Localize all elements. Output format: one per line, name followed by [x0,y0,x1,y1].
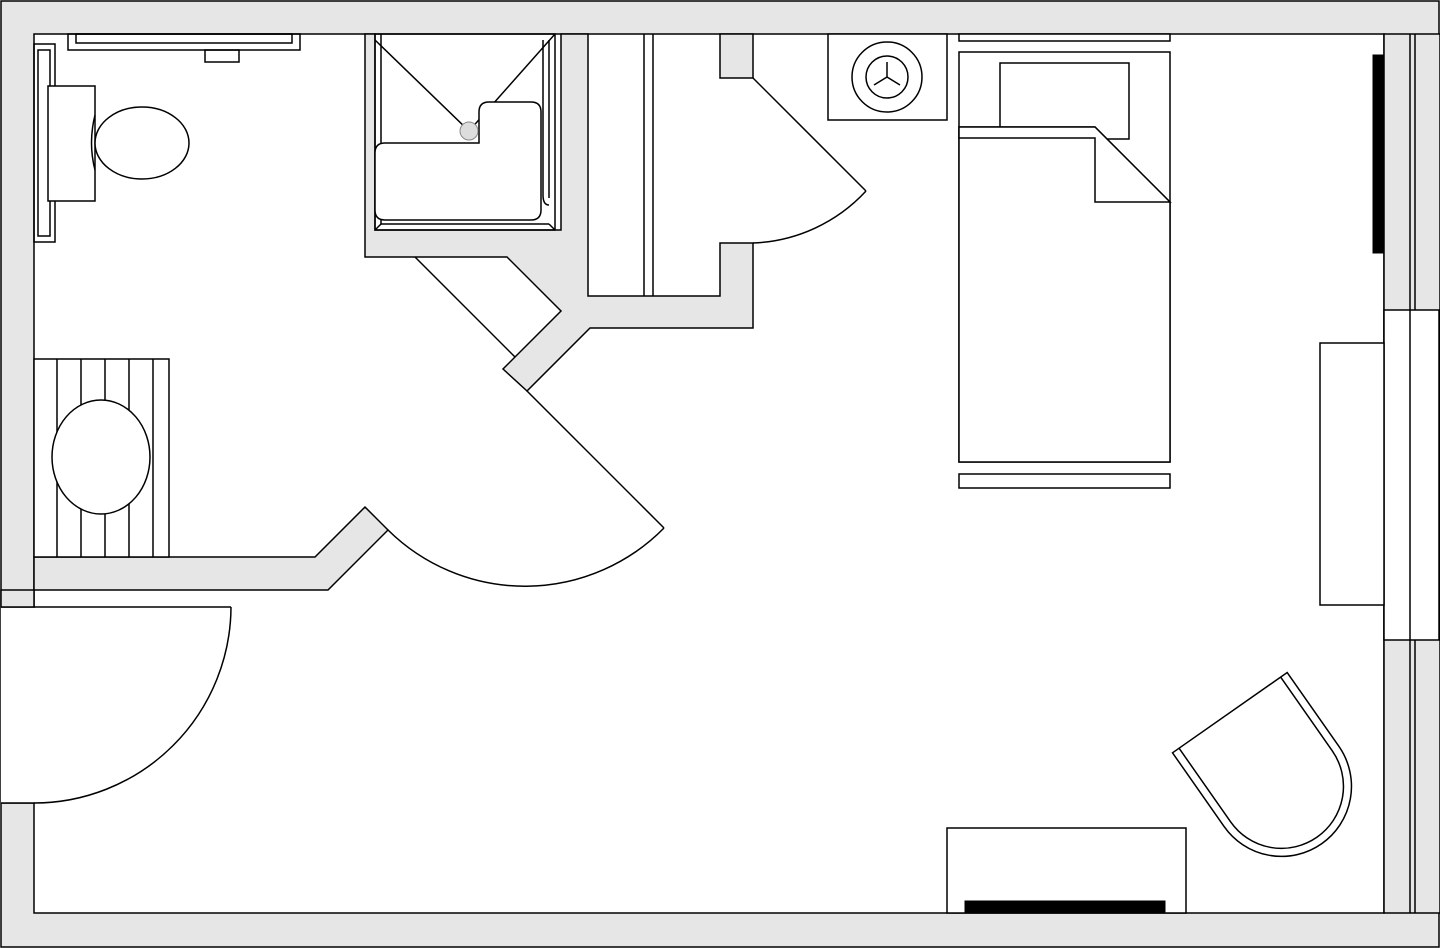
sink-counter [33,358,170,558]
entrance-door[interactable] [0,589,232,804]
wardrobe [1319,342,1385,606]
bathroom-door[interactable] [387,256,665,587]
bed [958,33,1172,489]
sink-basin [51,399,151,515]
bathroom-shelf [67,33,301,63]
shower-drain-icon [459,121,479,141]
lamp-icon [865,55,909,99]
window [1383,33,1440,914]
closet-rod [643,34,654,296]
closet-door[interactable] [752,77,867,244]
wall-panel [1372,54,1385,254]
closet-jamb [719,33,754,79]
armchair [1171,671,1353,858]
toilet [33,43,190,243]
nightstand [827,33,948,121]
desk [946,827,1187,914]
shower [374,33,556,231]
